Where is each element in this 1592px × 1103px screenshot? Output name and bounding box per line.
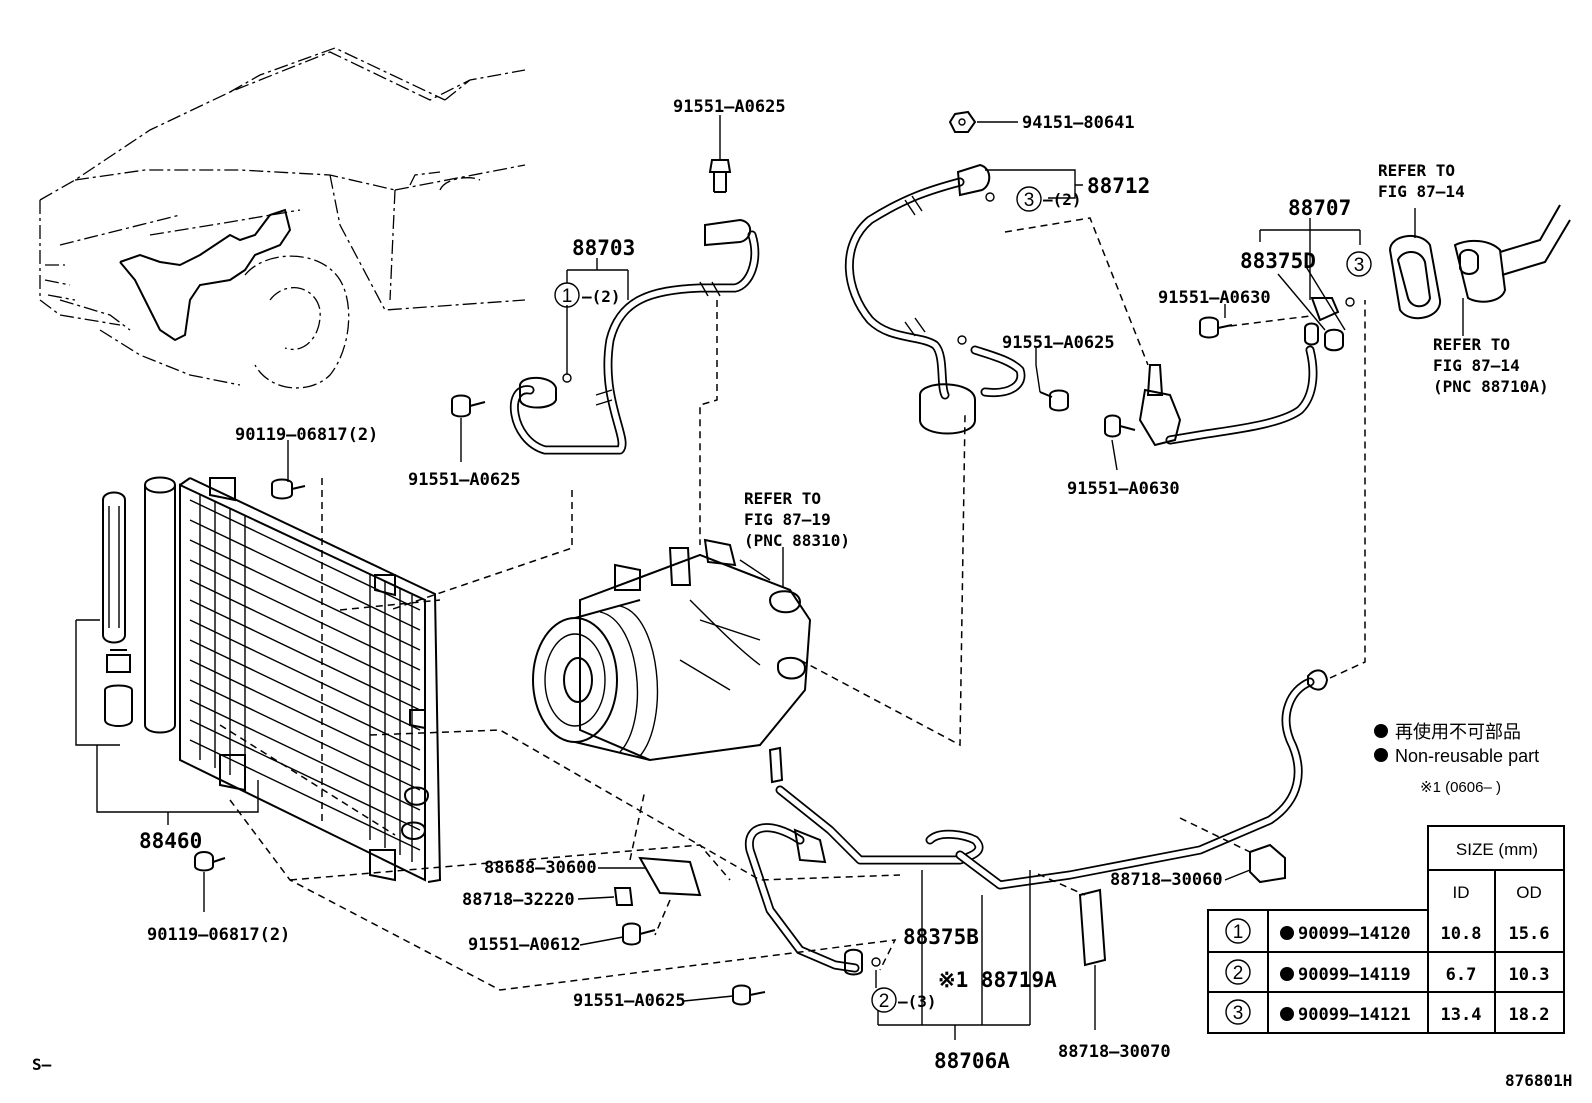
label-91551-a0612: 91551–A0612 [468, 935, 581, 955]
label-91551-a0625-mid: 91551–A0625 [1002, 333, 1115, 353]
svg-text:(PNC 88310): (PNC 88310) [744, 531, 850, 550]
label-88719a: ※1 88719A [938, 968, 1057, 992]
label-88703: 88703 [572, 236, 635, 260]
guide-lines [219, 217, 1366, 991]
circle-callout-3-right: 3 [1346, 251, 1372, 277]
svg-text:(PNC 88710A): (PNC 88710A) [1433, 377, 1549, 396]
label-88718-32220: 88718–32220 [462, 890, 575, 910]
svg-text:REFER TO: REFER TO [1378, 161, 1455, 180]
refer-right: REFER TO FIG 87–14 (PNC 88710A) [1433, 335, 1549, 396]
footer-left: S– [32, 1055, 52, 1074]
hose-88706a [613, 669, 1329, 1040]
legend: 再使用不可部品 Non-reusable part ※1 (0606– ) [1374, 722, 1539, 796]
condenser-assembly [75, 476, 442, 883]
label-91551-a0625-left: 91551–A0625 [408, 470, 521, 490]
label-88706a: 88706A [934, 1049, 1010, 1073]
label-88375b: 88375B [903, 925, 979, 949]
svg-text:10.8: 10.8 [1441, 924, 1482, 944]
leader-lines [203, 115, 1464, 1030]
label-88718-30070: 88718–30070 [1058, 1042, 1171, 1062]
label-88712: 88712 [1087, 174, 1150, 198]
label-88460: 88460 [139, 829, 202, 853]
svg-text:90099–14121: 90099–14121 [1298, 1005, 1411, 1025]
size-table-col-od: OD [1516, 883, 1542, 902]
size-table-row: 2 90099–14119 6.7 10.3 [1225, 959, 1550, 985]
svg-text:FIG 87–14: FIG 87–14 [1378, 182, 1465, 201]
size-table-row: 1 90099–14120 10.8 15.6 [1225, 918, 1550, 944]
svg-text:10.3: 10.3 [1509, 965, 1550, 985]
svg-text:2: 2 [1233, 963, 1244, 984]
circle-callouts: 1 3 3 2 [554, 186, 1372, 1013]
condenser-fins [189, 495, 421, 862]
svg-text:15.6: 15.6 [1509, 924, 1550, 944]
svg-text:1: 1 [562, 286, 573, 307]
label-94151: 94151–80641 [1022, 113, 1135, 133]
label-90119-top: 90119–06817(2) [235, 425, 378, 445]
refer-top-right: REFER TO FIG 87–14 [1378, 161, 1465, 201]
circle-callout-3-top: 3 [1016, 186, 1042, 212]
footer-code: 876801H [1505, 1071, 1572, 1090]
svg-text:2: 2 [879, 991, 890, 1012]
legend-jp: 再使用不可部品 [1395, 722, 1521, 742]
label-88706a-qty: –(3) [898, 992, 937, 1011]
refer-compressor: REFER TO FIG 87–19 (PNC 88310) [744, 489, 850, 550]
size-table: SIZE (mm) ID OD 1 90099–14120 10.8 15.6 … [1207, 825, 1565, 1034]
label-88688: 88688–30600 [484, 858, 597, 878]
size-table-col-id: ID [1453, 883, 1470, 902]
label-88707: 88707 [1288, 196, 1351, 220]
svg-text:FIG 87–19: FIG 87–19 [744, 510, 831, 529]
label-91551-a0630-bottom: 91551–A0630 [1067, 479, 1180, 499]
expansion-valve-fittings [1388, 204, 1571, 320]
svg-text:FIG 87–14: FIG 87–14 [1433, 356, 1520, 375]
svg-text:1: 1 [1233, 922, 1244, 943]
svg-text:REFER TO: REFER TO [744, 489, 821, 508]
label-91551-a0630-top: 91551–A0630 [1158, 288, 1271, 308]
size-table-header: SIZE (mm) [1456, 840, 1538, 859]
label-88703-qty: –(2) [582, 287, 621, 306]
svg-text:13.4: 13.4 [1441, 1005, 1482, 1025]
svg-text:18.2: 18.2 [1509, 1005, 1550, 1025]
compressor [532, 538, 812, 762]
circle-callout-2: 2 [871, 987, 897, 1013]
label-88375d: 88375D [1240, 249, 1316, 273]
hose-88712 [844, 110, 1069, 435]
svg-text:REFER TO: REFER TO [1433, 335, 1510, 354]
svg-text:3: 3 [1354, 255, 1365, 276]
svg-text:3: 3 [1024, 190, 1035, 211]
legend-date-note: ※1 (0606– ) [1420, 779, 1501, 796]
label-88712-qty: –(2) [1043, 190, 1082, 209]
svg-text:90099–14119: 90099–14119 [1298, 965, 1411, 985]
size-table-row: 3 90099–14121 13.4 18.2 [1225, 999, 1550, 1025]
svg-text:90099–14120: 90099–14120 [1298, 924, 1411, 944]
svg-text:3: 3 [1233, 1003, 1244, 1024]
part-labels: 91551–A0625 88703 –(2) 91551–A0625 90119… [139, 97, 1351, 1073]
hose-88703 [451, 159, 760, 455]
tube-88707 [1104, 218, 1361, 447]
label-91551-a0625-bottom: 91551–A0625 [573, 991, 686, 1011]
label-90119-bottom: 90119–06817(2) [147, 925, 290, 945]
vehicle-outline [39, 47, 526, 389]
svg-text:6.7: 6.7 [1446, 965, 1477, 985]
circle-callout-1: 1 [554, 282, 580, 308]
label-91551-a0625-top: 91551–A0625 [673, 97, 786, 117]
label-88718-30060: 88718–30060 [1110, 870, 1223, 890]
refer-notes: REFER TO FIG 87–19 (PNC 88310) REFER TO … [744, 161, 1549, 550]
legend-en: Non-reusable part [1395, 746, 1539, 766]
